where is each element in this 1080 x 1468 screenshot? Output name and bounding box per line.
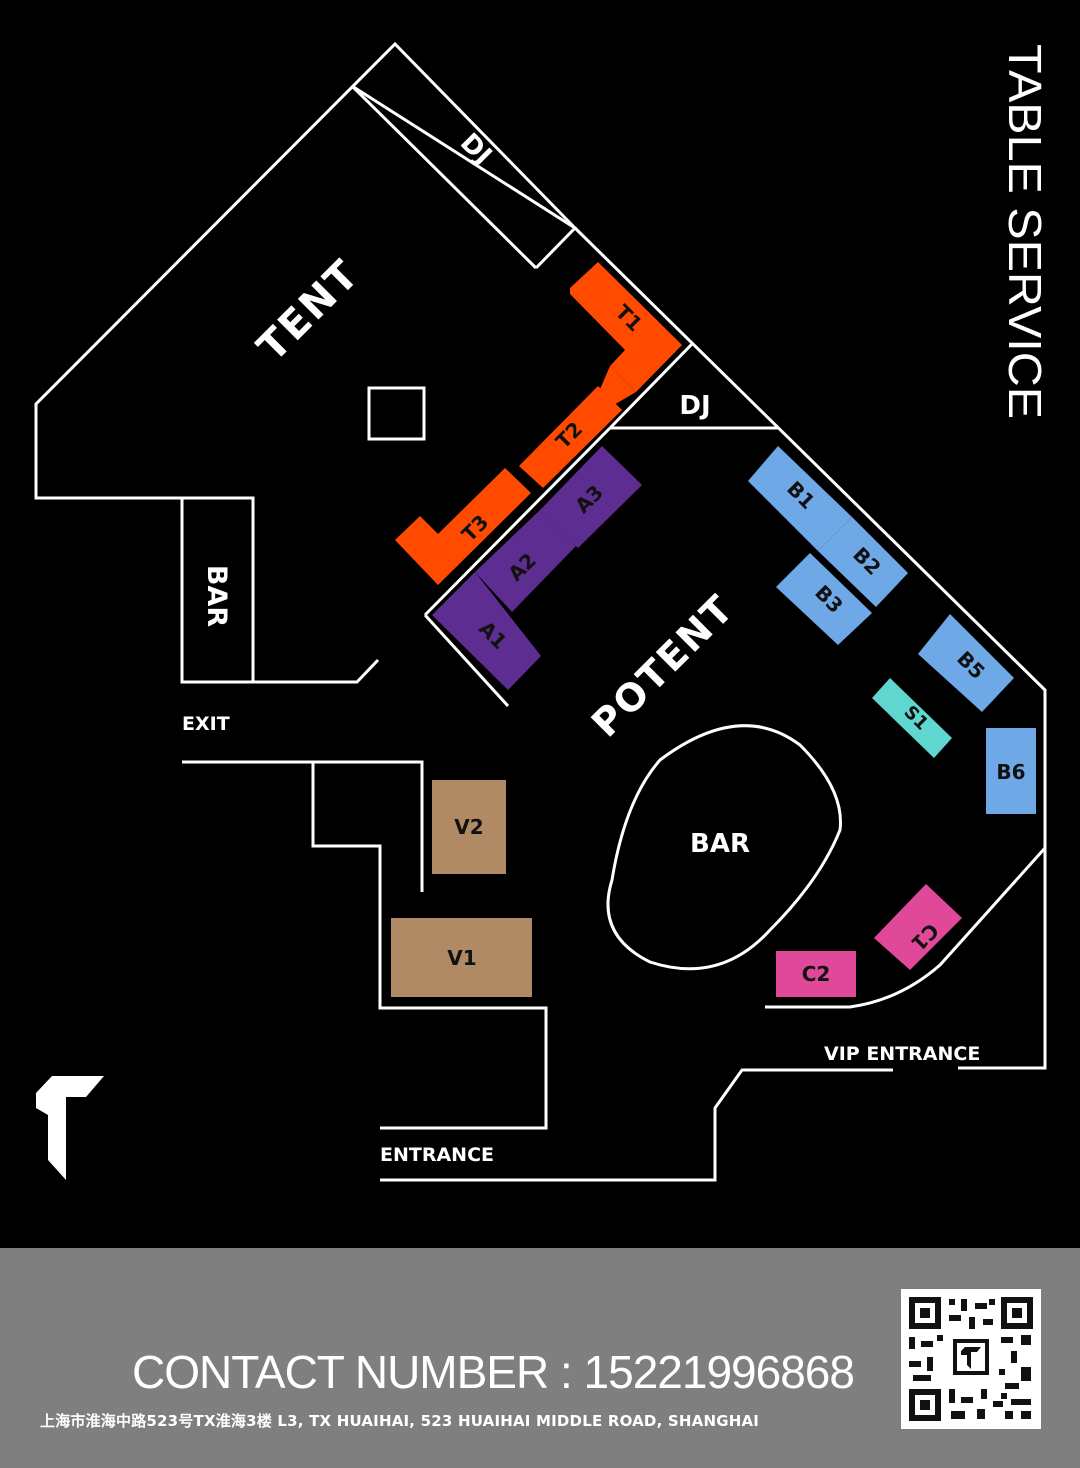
table-t1 bbox=[570, 262, 682, 392]
venue-address: 上海市淮海中路523号TX淮海3楼 L3, TX HUAIHAI, 523 HU… bbox=[40, 1412, 760, 1430]
table-b1 bbox=[748, 446, 852, 551]
table-v1 bbox=[391, 918, 532, 997]
page-title-text: TABLE SERVICE bbox=[1003, 44, 1047, 419]
table-a2 bbox=[475, 510, 576, 612]
potent-label: POTENT bbox=[583, 586, 743, 746]
wall bbox=[765, 846, 1047, 1009]
footer bbox=[0, 1248, 1080, 1468]
wall bbox=[311, 762, 548, 1130]
table-v2 bbox=[432, 780, 506, 874]
bar-center-label: BAR bbox=[690, 829, 750, 859]
table-b3 bbox=[776, 553, 872, 645]
exit-label: EXIT bbox=[182, 713, 230, 735]
wall bbox=[380, 1068, 893, 1182]
table-v2-label: V2 bbox=[454, 815, 483, 839]
venue-floor-plan: DJ TENT DJ BAR POTENT BAR EXIT ENTRANCE … bbox=[34, 41, 1047, 1182]
table-s1 bbox=[872, 678, 952, 758]
table-a1 bbox=[432, 572, 541, 690]
bar-island bbox=[606, 724, 842, 971]
table-t3 bbox=[395, 468, 531, 585]
tent-tables bbox=[395, 262, 682, 585]
table-c2-label: C2 bbox=[802, 962, 831, 986]
table-b2 bbox=[818, 517, 908, 607]
entrance-label: ENTRANCE bbox=[380, 1144, 494, 1166]
wall bbox=[182, 760, 424, 892]
contact-number: CONTACT NUMBER : 15221996868 bbox=[132, 1346, 855, 1398]
bar-left-label: BAR bbox=[201, 565, 232, 627]
page-title: TABLE SERVICE bbox=[1003, 44, 1047, 419]
tx-logo-icon bbox=[36, 1076, 104, 1180]
vip-entrance-label: VIP ENTRANCE bbox=[824, 1043, 980, 1065]
table-c2 bbox=[776, 951, 856, 997]
qr-code-icon[interactable] bbox=[901, 1289, 1041, 1429]
table-v1-label: V1 bbox=[447, 946, 476, 970]
table-b6-label: B6 bbox=[996, 760, 1025, 784]
table-b5 bbox=[918, 614, 1014, 712]
wall bbox=[34, 41, 577, 684]
table-t2 bbox=[519, 386, 622, 488]
tent-label: TENT bbox=[249, 251, 369, 371]
tent-square bbox=[367, 386, 426, 441]
table-c1 bbox=[874, 884, 962, 970]
dj-top-label: DJ bbox=[454, 128, 497, 171]
dj-mid-label: DJ bbox=[679, 391, 710, 421]
wall bbox=[573, 226, 1047, 1070]
table-b6 bbox=[986, 728, 1036, 814]
bar-left-box bbox=[180, 496, 255, 684]
table-a3 bbox=[540, 446, 642, 548]
